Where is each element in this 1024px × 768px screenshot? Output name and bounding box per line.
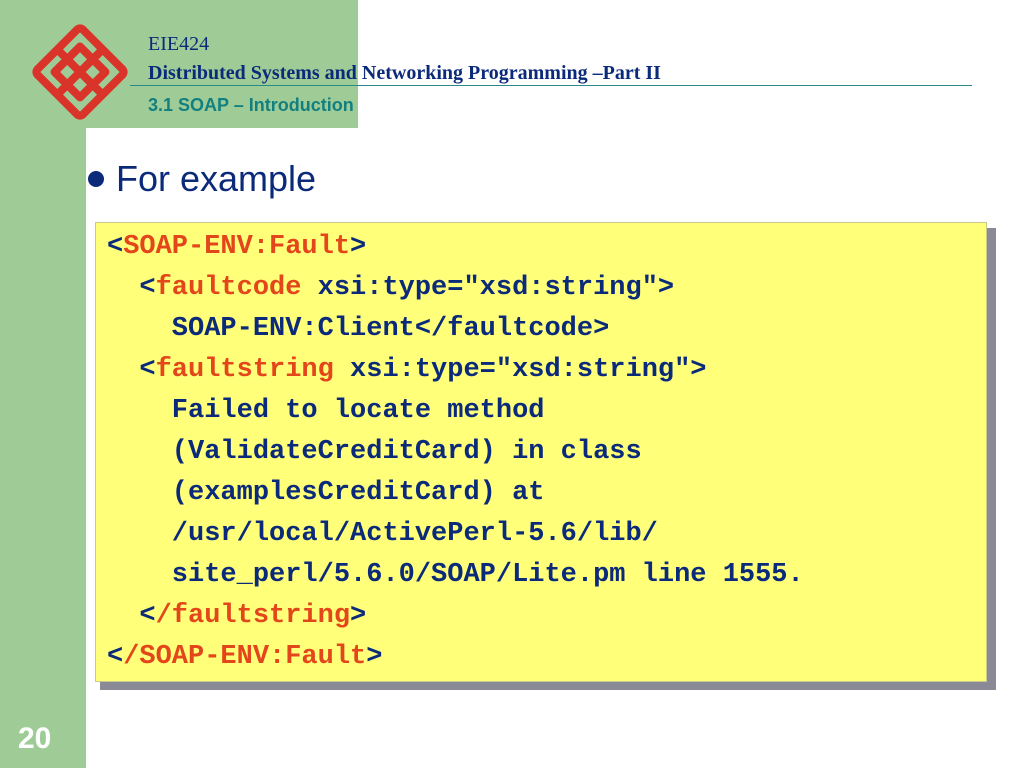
code-tag-name: faultstring — [155, 355, 334, 385]
course-title: Distributed Systems and Networking Progr… — [148, 62, 661, 84]
code-line: site_perl/5.6.0/SOAP/Lite.pm line 1555. — [107, 560, 804, 590]
code-text: < — [107, 232, 124, 262]
header-rule — [130, 85, 972, 86]
bullet-item: For example — [88, 158, 316, 200]
code-line: </SOAP-ENV:Fault> — [107, 642, 382, 672]
code-line: /usr/local/ActivePerl-5.6/lib/ — [107, 519, 658, 549]
code-text: xsi:type="xsd:string"> — [333, 355, 707, 385]
code-text: Failed to locate method — [107, 396, 545, 426]
code-text: < — [107, 355, 156, 385]
code-line: Failed to locate method — [107, 396, 545, 426]
code-line: SOAP-ENV:Client</faultcode> — [107, 314, 610, 344]
code-text: > — [350, 232, 367, 262]
code-text: < — [107, 601, 156, 631]
code-line: </faultstring> — [107, 601, 366, 631]
code-box: <SOAP-ENV:Fault> <faultcode xsi:type="xs… — [95, 222, 987, 682]
code-text: < — [107, 642, 124, 672]
code-text: < — [107, 273, 156, 303]
page-number: 20 — [18, 722, 52, 755]
code-tag-name: /faultstring — [155, 601, 351, 631]
code-text: /usr/local/ActivePerl-5.6/lib/ — [107, 519, 658, 549]
bullet-dot-icon — [88, 171, 104, 187]
code-line: (examplesCreditCard) at — [107, 478, 545, 508]
code-tag-name: faultcode — [155, 273, 302, 303]
sidebar-strip — [0, 0, 86, 768]
header-band — [86, 0, 358, 128]
code-text: (examplesCreditCard) at — [107, 478, 545, 508]
code-line: <faultcode xsi:type="xsd:string"> — [107, 273, 674, 303]
code-text: > — [366, 642, 383, 672]
code-block: <SOAP-ENV:Fault> <faultcode xsi:type="xs… — [107, 227, 804, 678]
university-logo — [32, 24, 128, 120]
code-text: (ValidateCreditCard) in class — [107, 437, 642, 467]
bullet-text: For example — [116, 158, 317, 199]
code-tag-name: SOAP-ENV:Fault — [123, 232, 351, 262]
section-title: 3.1 SOAP – Introduction — [148, 95, 354, 115]
code-line: <SOAP-ENV:Fault> — [107, 232, 366, 262]
code-text: xsi:type="xsd:string"> — [301, 273, 675, 303]
code-text: SOAP-ENV:Client</faultcode> — [107, 314, 610, 344]
code-tag-name: /SOAP-ENV:Fault — [123, 642, 367, 672]
code-text: > — [350, 601, 367, 631]
code-text: site_perl/5.6.0/SOAP/Lite.pm line 1555. — [107, 560, 804, 590]
code-line: <faultstring xsi:type="xsd:string"> — [107, 355, 707, 385]
course-code: EIE424 — [148, 33, 210, 55]
code-line: (ValidateCreditCard) in class — [107, 437, 642, 467]
